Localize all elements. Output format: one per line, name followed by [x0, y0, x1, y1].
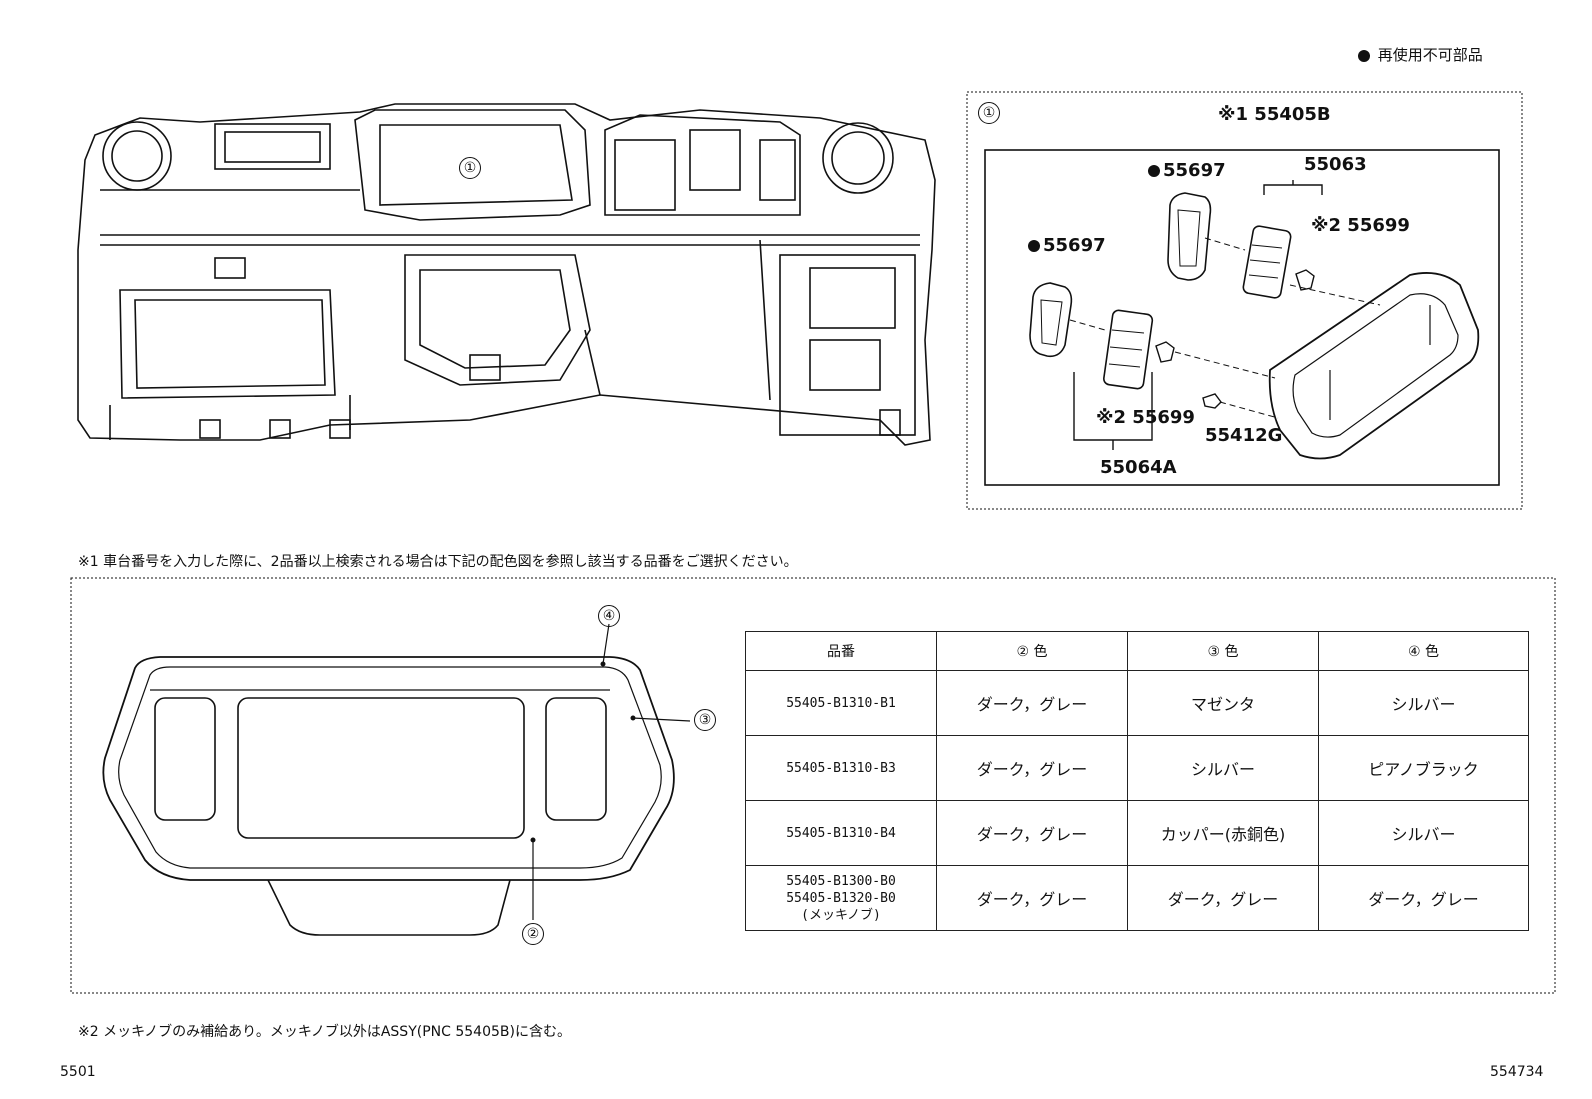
label-55064a: 55064A: [1100, 457, 1177, 478]
note-1: ※1 車台番号を入力した際に、2品番以上検索される場合は下記の配色図を参照し該当…: [78, 554, 798, 570]
color-2-cell: ダーク，グレー: [936, 670, 1128, 736]
color-4-cell: ピアノブラック: [1318, 735, 1529, 801]
table-header-row: 品番 ② 色 ③ 色 ④ 色: [745, 631, 1529, 671]
table-row: 55405-B1310-B1 ダーク，グレー マゼンタ シルバー: [745, 670, 1529, 736]
black-dot-icon: [1148, 165, 1160, 177]
color-table: 品番 ② 色 ③ 色 ④ 色 55405-B1310-B1 ダーク，グレー マゼ…: [745, 631, 1529, 931]
figure-callout-4: ④: [598, 604, 620, 627]
color-4-cell: シルバー: [1318, 800, 1529, 866]
figure-callout-3: ③: [694, 708, 716, 731]
label-55405b: ※1 55405B: [1218, 104, 1331, 125]
detail-callout-1: ①: [978, 101, 1000, 124]
part-number: 55405-B1310-B4: [745, 800, 937, 866]
part-number-line: (メッキノブ): [801, 907, 881, 923]
figure-callout-2: ②: [522, 922, 544, 945]
color-2-cell: ダーク，グレー: [936, 800, 1128, 866]
color-3-cell: シルバー: [1127, 735, 1319, 801]
label-55697-left: 55697: [1028, 235, 1106, 256]
part-number-line: 55405-B1300-B0: [786, 873, 896, 889]
color-2-cell: ダーク，グレー: [936, 735, 1128, 801]
label-55699-top: ※2 55699: [1311, 215, 1410, 236]
part-number-line: 55405-B1320-B0: [786, 890, 896, 906]
header-color-2: ② 色: [936, 631, 1128, 671]
color-4-cell: ダーク，グレー: [1318, 865, 1529, 931]
note-2: ※2 メッキノブのみ補給あり。メッキノブ以外はASSY(PNC 55405B)に…: [78, 1024, 571, 1040]
legend-text: 再使用不可部品: [1377, 46, 1483, 64]
table-row: 55405-B1300-B0 55405-B1320-B0 (メッキノブ) ダー…: [745, 865, 1529, 931]
black-dot-icon: [1358, 49, 1370, 62]
table-row: 55405-B1310-B3 ダーク，グレー シルバー ピアノブラック: [745, 735, 1529, 801]
part-number: 55405-B1310-B1: [745, 670, 937, 736]
table-row: 55405-B1310-B4 ダーク，グレー カッパー(赤銅色) シルバー: [745, 800, 1529, 866]
header-color-3: ③ 色: [1127, 631, 1319, 671]
color-3-cell: マゼンタ: [1127, 670, 1319, 736]
header-color-4: ④ 色: [1318, 631, 1529, 671]
label-55697-top: 55697: [1148, 160, 1226, 181]
legend: 再使用不可部品: [1358, 44, 1483, 65]
color-3-cell: ダーク，グレー: [1127, 865, 1319, 931]
header-part-number: 品番: [745, 631, 937, 671]
part-number: 55405-B1300-B0 55405-B1320-B0 (メッキノブ): [745, 865, 937, 931]
black-dot-icon: [1028, 240, 1040, 252]
label-55412g: 55412G: [1205, 425, 1283, 446]
part-number: 55405-B1310-B3: [745, 735, 937, 801]
footer-right-code: 554734: [1490, 1064, 1544, 1080]
main-callout-1: ①: [459, 156, 481, 179]
label-55063: 55063: [1304, 154, 1367, 175]
label-55699-bottom: ※2 55699: [1096, 407, 1195, 428]
color-2-cell: ダーク，グレー: [936, 865, 1128, 931]
color-4-cell: シルバー: [1318, 670, 1529, 736]
footer-left-code: 5501: [60, 1064, 96, 1080]
color-3-cell: カッパー(赤銅色): [1127, 800, 1319, 866]
